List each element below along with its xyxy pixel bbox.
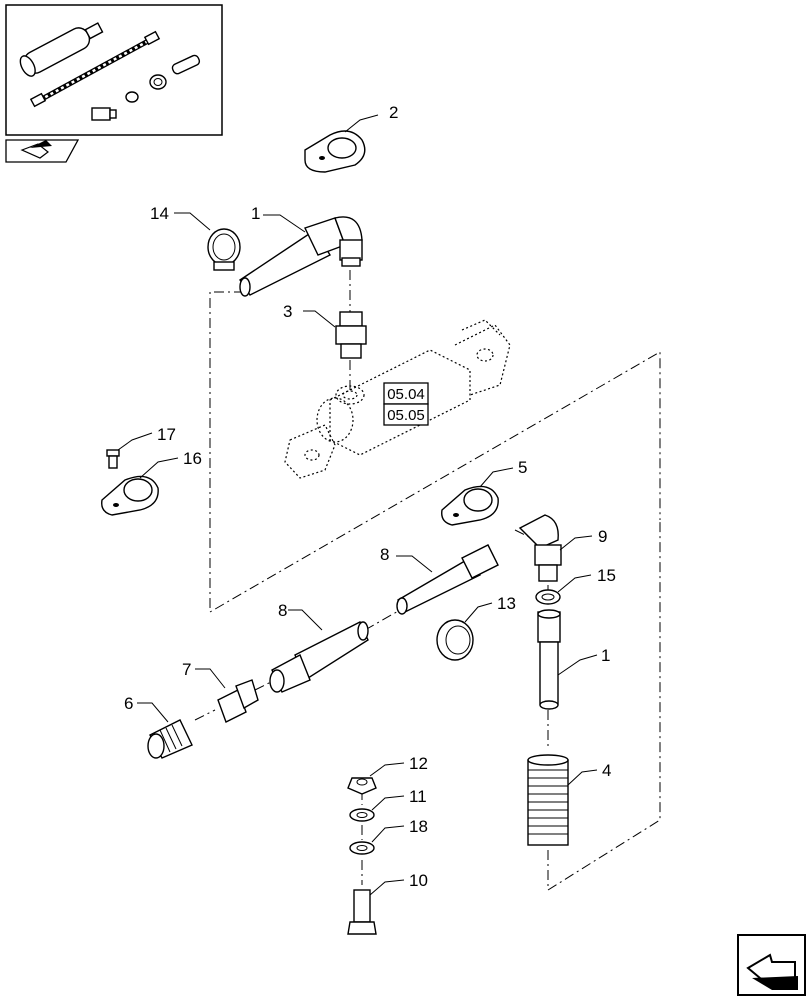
hose-part-8-lower xyxy=(269,621,369,693)
hose-clamp-part-13 xyxy=(436,619,474,661)
bolt-part-10 xyxy=(347,889,377,935)
previous-page-icon[interactable] xyxy=(5,139,80,163)
callout-8-lower: 8 xyxy=(278,601,287,620)
reference-box-0505[interactable]: 05.05 xyxy=(383,403,429,426)
callout-5: 5 xyxy=(518,458,527,477)
hose-part-1-lower xyxy=(537,609,561,710)
hose-part-8-upper xyxy=(396,544,499,615)
spring-sleeve-part-4 xyxy=(527,754,569,846)
svg-text:05.04: 05.04 xyxy=(387,386,425,403)
hose-part-1-top xyxy=(239,216,363,297)
hose-clamp-part-14 xyxy=(207,228,241,271)
callout-4: 4 xyxy=(602,761,611,780)
washer-part-15 xyxy=(535,589,561,605)
callout-6: 6 xyxy=(124,694,133,713)
callout-8-upper: 8 xyxy=(380,545,389,564)
callout-10: 10 xyxy=(409,871,428,890)
screw-part-17 xyxy=(106,449,120,469)
callout-16: 16 xyxy=(183,449,202,468)
callout-3: 3 xyxy=(283,302,292,321)
callout-7: 7 xyxy=(182,660,191,679)
callout-14: 14 xyxy=(150,204,169,223)
callout-1-lower: 1 xyxy=(601,646,610,665)
washer-part-18 xyxy=(349,841,375,855)
callout-2: 2 xyxy=(389,103,398,122)
callout-1-top: 1 xyxy=(251,204,260,223)
adapter-part-3 xyxy=(335,311,367,359)
callout-15: 15 xyxy=(597,566,616,585)
callout-18: 18 xyxy=(409,817,428,836)
clamp-part-2 xyxy=(304,130,366,173)
knurled-nut-part-6 xyxy=(147,719,193,759)
svg-text:05.05: 05.05 xyxy=(387,407,425,424)
nut-part-12 xyxy=(347,777,377,795)
hydraulic-cylinder xyxy=(284,319,511,479)
elbow-fitting-part-9 xyxy=(518,514,562,582)
callout-17: 17 xyxy=(157,425,176,444)
kit-thumbnail-icon[interactable] xyxy=(5,4,223,136)
next-page-icon[interactable] xyxy=(737,934,806,996)
callout-13: 13 xyxy=(497,594,516,613)
adapter-part-7 xyxy=(217,679,259,723)
callout-11: 11 xyxy=(409,787,427,806)
callout-12: 12 xyxy=(409,754,428,773)
clamp-part-5 xyxy=(441,485,499,526)
washer-part-11 xyxy=(349,808,375,822)
reference-box-0504[interactable]: 05.04 xyxy=(383,382,429,405)
clamp-part-16 xyxy=(101,475,159,516)
callout-9: 9 xyxy=(598,527,607,546)
